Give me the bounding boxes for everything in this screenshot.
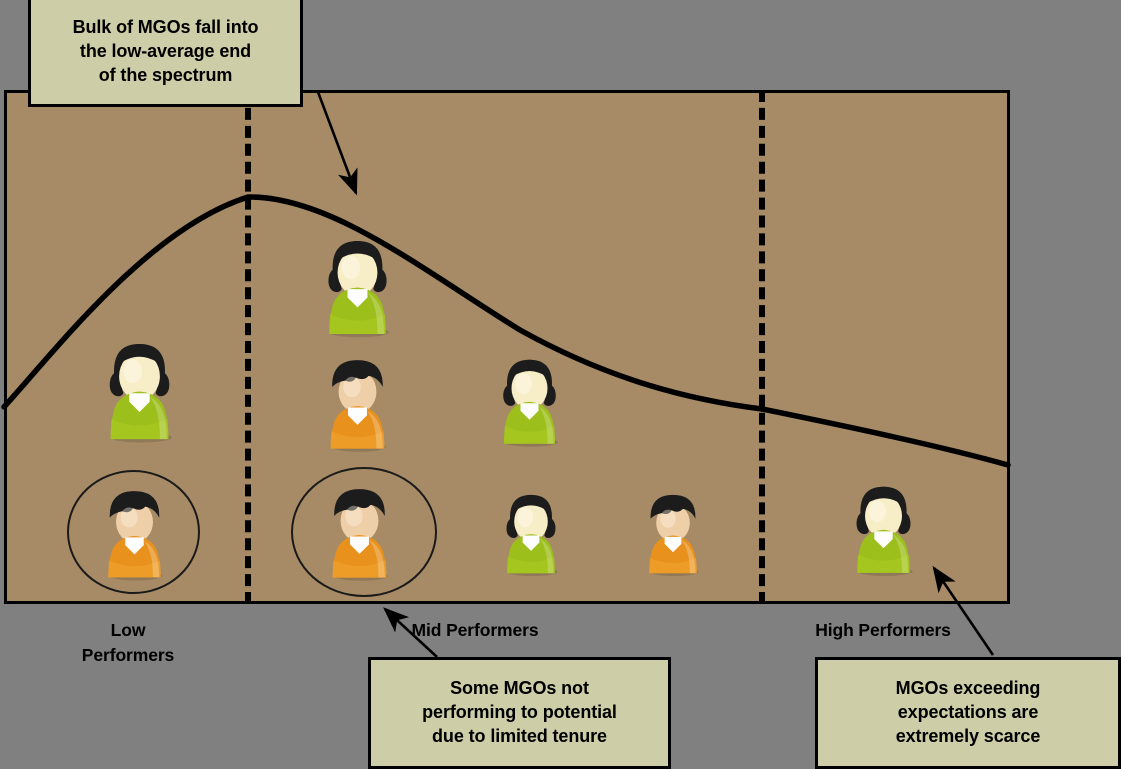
callout-bulk-low-average: Bulk of MGOs fall into the low-average e… (28, 0, 303, 107)
divider-mid-high (759, 90, 765, 604)
divider-low-mid (245, 90, 251, 604)
highlight-ring-low-male (67, 470, 200, 594)
callout-scarce-text: MGOs exceeding expectations are extremel… (895, 678, 1041, 746)
callout-bulk-text: Bulk of MGOs fall into the low-average e… (72, 17, 259, 85)
avatar-low-male-circled (96, 477, 173, 587)
avatar-high-female (845, 470, 922, 585)
avatar-mid-male-middle (318, 346, 397, 458)
avatar-mid-male-small (638, 478, 708, 586)
callout-tenure-text: Some MGOs not performing to potential du… (422, 678, 617, 746)
avatar-mid-female-right (492, 349, 567, 450)
category-label-mid: Mid Performers (411, 620, 539, 640)
callout-exceeding-scarce: MGOs exceeding expectations are extremel… (815, 657, 1121, 769)
avatar-mid-male-circled (320, 475, 399, 587)
avatar-low-female-upper (97, 333, 182, 445)
avatar-mid-female-small (496, 478, 566, 586)
avatar-mid-female-top (316, 229, 399, 341)
category-label-low: Low Performers (81, 620, 175, 666)
highlight-ring-mid-male (291, 467, 437, 597)
category-label-high: High Performers (815, 620, 951, 640)
callout-limited-tenure: Some MGOs not performing to potential du… (368, 657, 671, 769)
